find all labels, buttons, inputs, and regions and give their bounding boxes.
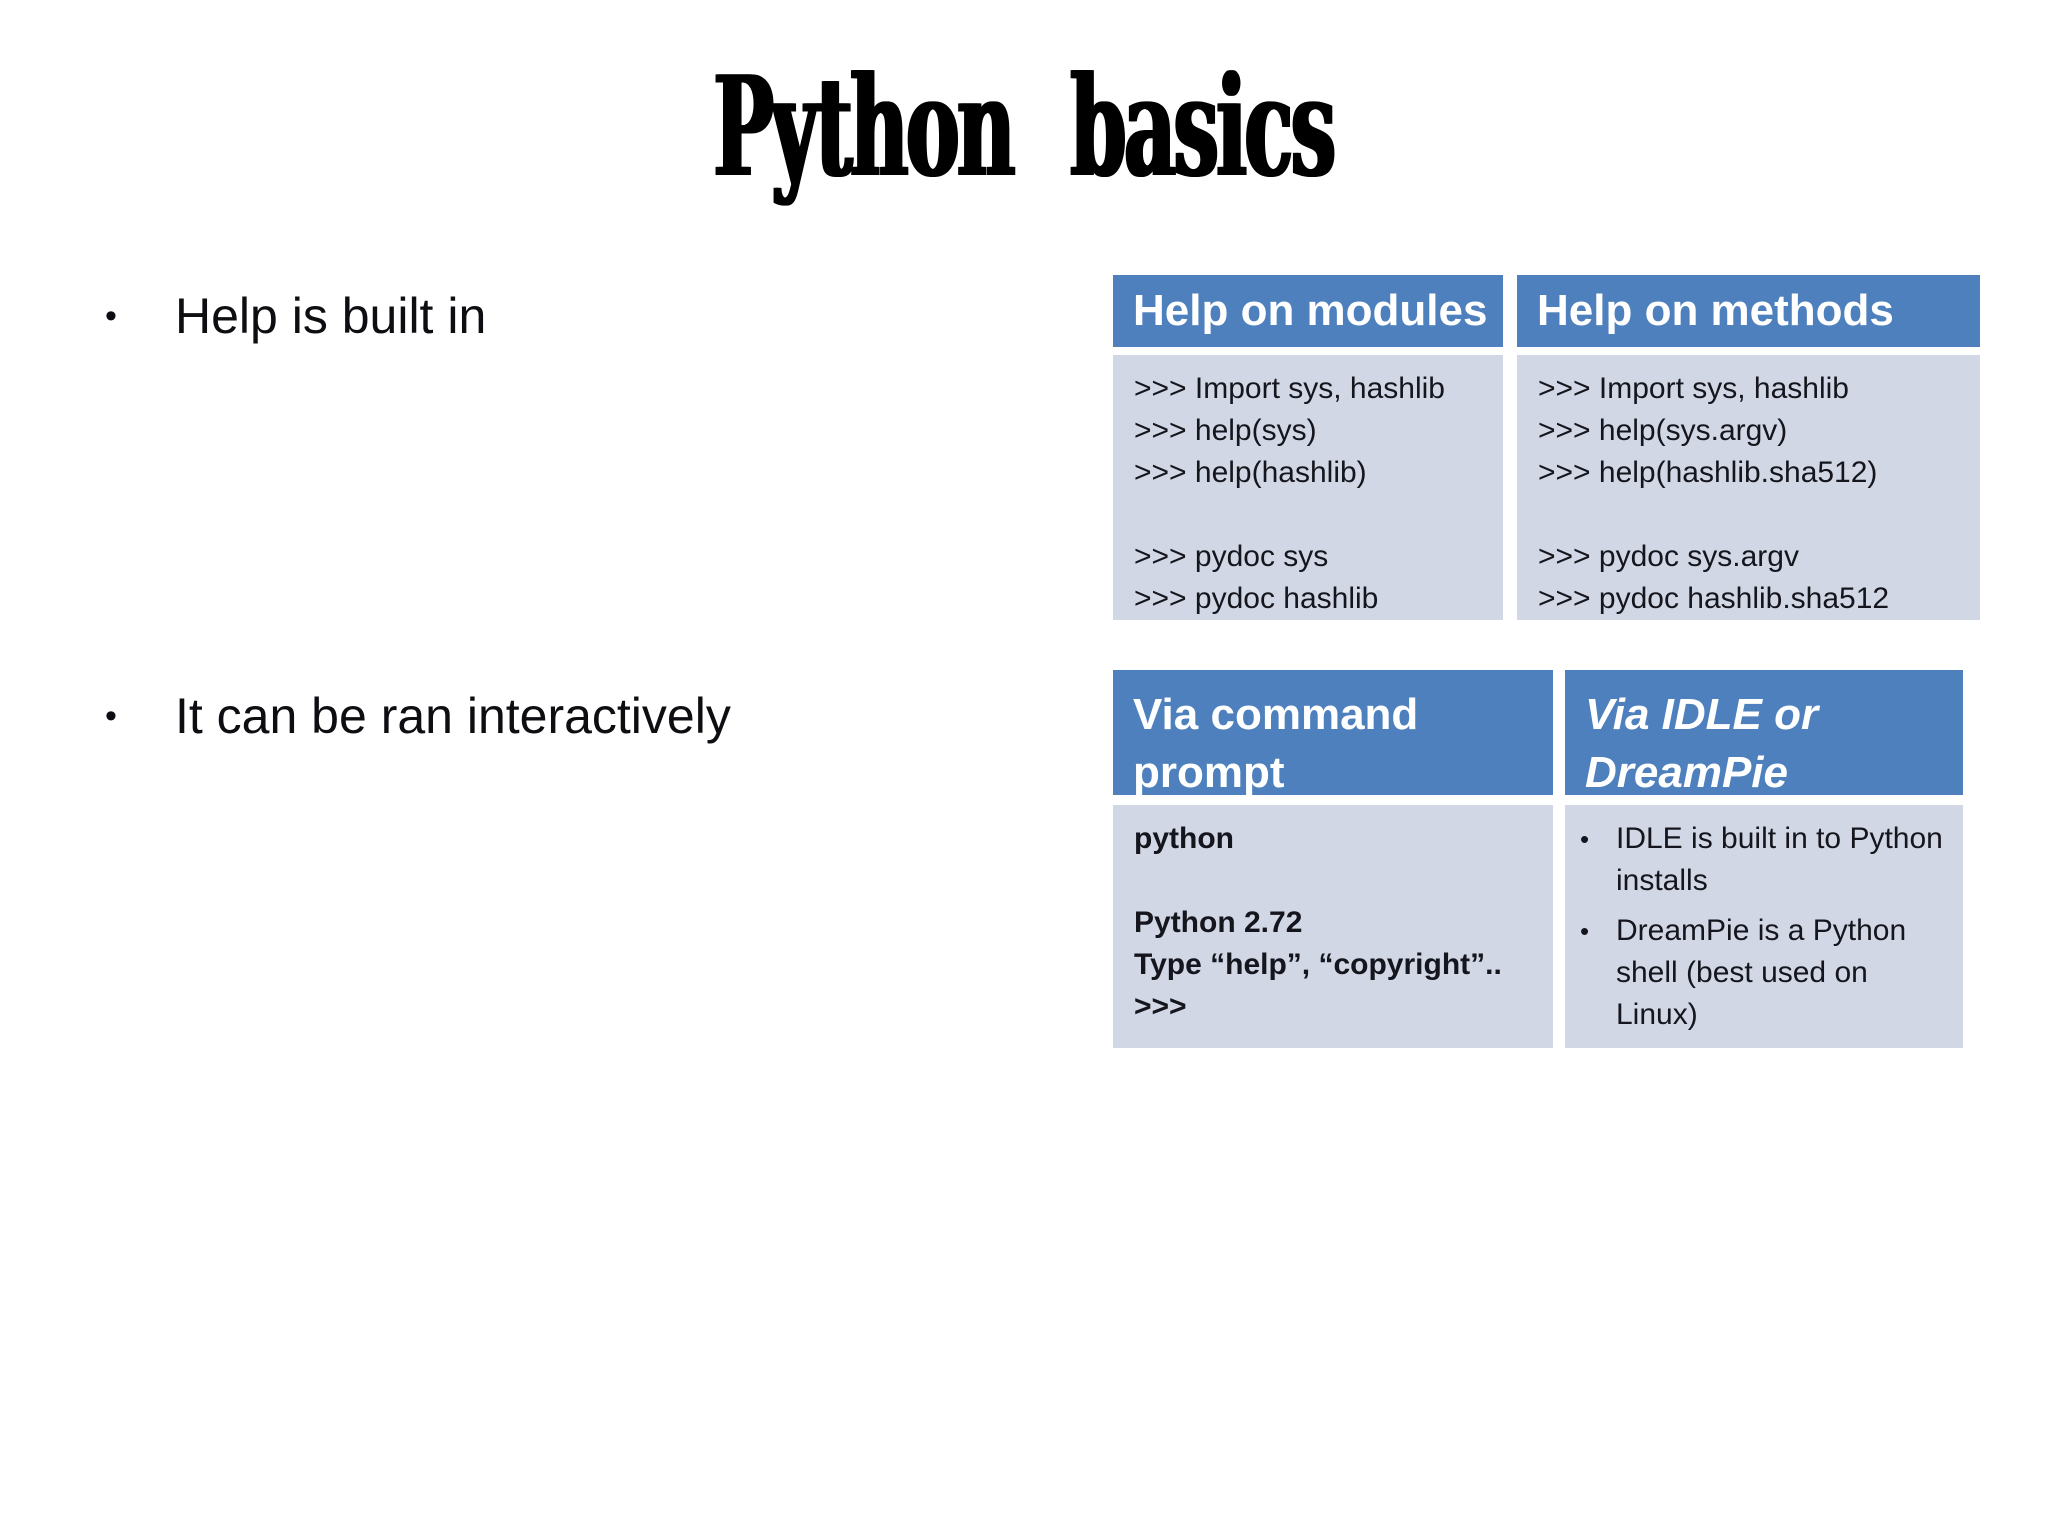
help-table-cell-modules: >>> Import sys, hashlib >>> help(sys) >>… bbox=[1113, 355, 1503, 620]
header-line: prompt bbox=[1133, 748, 1285, 797]
code-line: Python 2.72 bbox=[1134, 906, 1303, 939]
run-table-header-command-prompt: Via command prompt bbox=[1113, 670, 1553, 797]
run-table-header-idle-dreampie: Via IDLE or DreamPie bbox=[1565, 670, 1963, 797]
list-item: • IDLE is built in to Python installs bbox=[1580, 818, 1953, 902]
help-table: Help on modules Help on methods >>> Impo… bbox=[1113, 275, 1980, 620]
bullet-icon: • bbox=[1580, 824, 1590, 854]
code-line bbox=[1134, 494, 1493, 536]
bullet-help-built-in: • Help is built in bbox=[105, 288, 486, 346]
code-line bbox=[1134, 860, 1543, 902]
list-item-line: DreamPie is a Python bbox=[1616, 914, 1907, 947]
help-table-cell-methods: >>> Import sys, hashlib >>> help(sys.arg… bbox=[1517, 355, 1980, 620]
bullet-text: Help is built in bbox=[175, 288, 487, 344]
bullet-run-interactively: • It can be ran interactively bbox=[105, 688, 731, 746]
list-item-line: shell (best used on Linux) bbox=[1616, 956, 1868, 1031]
header-line: Via IDLE or bbox=[1585, 690, 1819, 739]
code-line: >>> help(hashlib) bbox=[1134, 456, 1367, 489]
list-item-text: IDLE is built in to Python installs bbox=[1616, 818, 1943, 902]
header-line: DreamPie bbox=[1585, 748, 1789, 797]
header-line: Via command bbox=[1133, 690, 1419, 739]
run-table: Via command prompt Via IDLE or DreamPie … bbox=[1113, 670, 1963, 1048]
bullet-icon: • bbox=[1580, 916, 1590, 946]
run-table-cell-command: python Python 2.72 Type “help”, “copyrig… bbox=[1113, 805, 1553, 1048]
bullet-icon: • bbox=[105, 697, 117, 735]
list-item: • DreamPie is a Python shell (best used … bbox=[1580, 910, 1953, 1036]
code-line: >>> bbox=[1134, 990, 1187, 1023]
title-area: Python basics bbox=[0, 45, 2048, 208]
run-table-cell-idle: • IDLE is built in to Python installs • … bbox=[1565, 805, 1963, 1048]
code-line: >>> help(sys.argv) bbox=[1538, 414, 1788, 447]
help-table-header-modules: Help on modules bbox=[1113, 275, 1503, 347]
header-label: Help on methods bbox=[1537, 286, 1894, 335]
code-line: >>> pydoc sys bbox=[1134, 540, 1329, 573]
bullet-text: It can be ran interactively bbox=[175, 688, 731, 744]
list-item-line: installs bbox=[1616, 864, 1708, 897]
code-line bbox=[1538, 494, 1970, 536]
code-line: >>> Import sys, hashlib bbox=[1538, 372, 1849, 405]
code-line: Type “help”, “copyright”.. bbox=[1134, 948, 1502, 981]
code-line: >>> Import sys, hashlib bbox=[1134, 372, 1445, 405]
help-table-header-methods: Help on methods bbox=[1517, 275, 1980, 347]
code-line: >>> help(sys) bbox=[1134, 414, 1317, 447]
code-line: >>> pydoc sys.argv bbox=[1538, 540, 1799, 573]
code-line: python bbox=[1134, 822, 1234, 855]
code-line: >>> help(hashlib.sha512) bbox=[1538, 456, 1878, 489]
bullet-icon: • bbox=[105, 297, 117, 335]
header-label: Help on modules bbox=[1133, 286, 1488, 335]
code-line: >>> pydoc hashlib.sha512 bbox=[1538, 582, 1890, 615]
list-item-line: IDLE is built in to Python bbox=[1616, 822, 1943, 855]
list-item-text: DreamPie is a Python shell (best used on… bbox=[1616, 910, 1953, 1036]
code-line: >>> pydoc hashlib bbox=[1134, 582, 1379, 615]
page-title: Python basics bbox=[713, 45, 1336, 208]
